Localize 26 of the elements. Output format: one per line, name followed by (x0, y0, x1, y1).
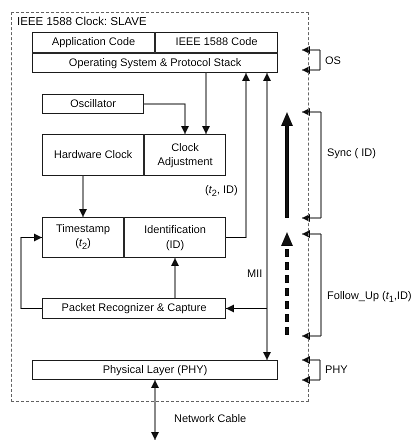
process-box: Packet Recognizer & Capture (42, 298, 226, 319)
arrow (226, 72, 250, 238)
annotation-label: Sync ( ID) (327, 147, 376, 159)
process-box: Clock Adjustment (144, 134, 226, 176)
process-box: IEEE 1588 Code (155, 32, 278, 53)
process-box: Timestamp (t$_{2}$) (42, 217, 124, 258)
edge-label: (t$_{2}$, ID) (204, 184, 239, 198)
arrow (171, 258, 179, 298)
process-box: Oscillator (42, 94, 144, 114)
arrow (144, 104, 189, 134)
process-box: Physical Layer (PHY) (32, 360, 278, 380)
arrow (20, 234, 42, 309)
process-box: Operating System & Protocol Stack (32, 53, 278, 73)
process-box: Hardware Clock (42, 134, 144, 176)
annotation-label: Follow_Up (t$_{1}$,ID) (327, 290, 412, 304)
edge-label: MII (246, 268, 264, 280)
annotation-label: OS (325, 55, 341, 67)
annotation-label: PHY (325, 364, 348, 376)
process-box: Application Code (32, 32, 155, 53)
frame-title: IEEE 1588 Clock: SLAVE (17, 15, 147, 30)
process-box: Identification (ID) (124, 217, 226, 258)
edge-label: Network Cable (173, 413, 248, 425)
arrow (151, 380, 159, 440)
arrow (79, 176, 87, 218)
arrow (263, 72, 271, 360)
arrow (202, 72, 210, 134)
